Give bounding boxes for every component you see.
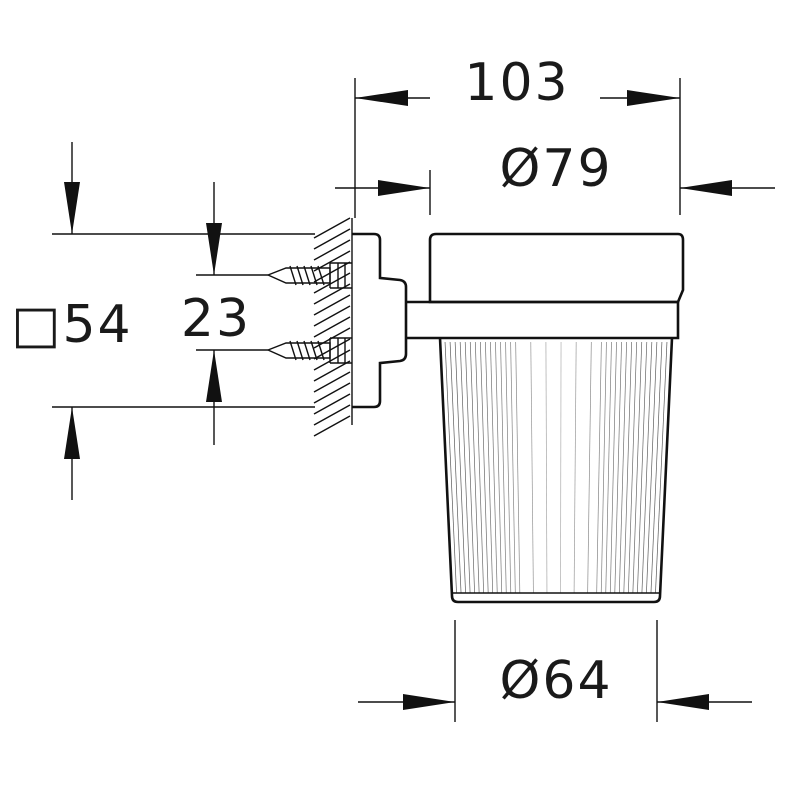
lower-screw xyxy=(267,337,352,364)
dimension-plate-square-label: □54 xyxy=(11,295,132,355)
cup-rib-line xyxy=(464,341,475,594)
cup-rib-line xyxy=(530,341,534,594)
cup-rib-line xyxy=(637,341,648,594)
hatch-line xyxy=(313,316,351,338)
cup-rib-line xyxy=(474,341,485,594)
hatch-line xyxy=(313,393,351,415)
cup-rib-line xyxy=(444,341,457,594)
hatch-line xyxy=(313,404,351,426)
cup-rib-line xyxy=(650,341,663,594)
wall-hatching xyxy=(313,217,353,437)
hatch-line xyxy=(313,239,351,261)
dimension-overall-depth: 103 xyxy=(354,53,681,218)
dimension-overall-depth-label: 103 xyxy=(464,53,569,113)
hatch-line xyxy=(313,272,351,294)
cup-rib-line xyxy=(510,341,516,594)
dimension-screw-spacing: 23 xyxy=(181,182,268,445)
cup xyxy=(438,337,674,604)
hatch-line xyxy=(313,382,351,404)
cup-rib-line xyxy=(646,341,658,594)
holder-arm xyxy=(406,300,430,340)
cup-rib-line xyxy=(623,341,633,594)
cup-rib-line xyxy=(600,341,607,594)
dimension-rim-diameter: Ø79 xyxy=(335,139,775,215)
hatch-line xyxy=(313,294,351,316)
cup-rib-line xyxy=(655,341,668,594)
cup-rib-line xyxy=(505,341,512,594)
dimension-rim-diameter-label: Ø79 xyxy=(499,139,612,199)
cup-rib-line xyxy=(545,341,548,594)
cup-rib-line xyxy=(469,341,480,594)
hatch-line xyxy=(313,217,351,239)
cup-rib-line xyxy=(596,341,602,594)
upper-screw xyxy=(267,262,352,289)
cup-rib-line xyxy=(449,341,462,594)
cup-rib-line xyxy=(618,341,627,594)
cup-rib-line xyxy=(587,341,592,594)
hatch-line xyxy=(313,371,351,393)
cup-ring-holder xyxy=(428,232,685,340)
hatch-line xyxy=(313,349,351,371)
cup-rib-line xyxy=(500,341,507,594)
cup-rib-line xyxy=(459,341,471,594)
cup-rib-line xyxy=(560,341,562,594)
dimension-base-diameter: Ø64 xyxy=(358,620,752,722)
cup-rib-line xyxy=(485,341,494,594)
dimension-base-diameter-label: Ø64 xyxy=(499,651,612,711)
cup-rib-line xyxy=(627,341,638,594)
cup-rib-line xyxy=(454,341,466,594)
cup-rib-line xyxy=(605,341,612,594)
dimension-plate-square: □54 xyxy=(11,142,315,500)
cup-rib-line xyxy=(632,341,643,594)
hatch-line xyxy=(313,228,351,250)
cup-rib-line xyxy=(573,341,577,594)
cup-rib-line xyxy=(479,341,489,594)
wall-mount-plate xyxy=(352,232,408,409)
hatch-line xyxy=(313,415,351,437)
hatch-line xyxy=(313,338,351,360)
hatch-line xyxy=(313,305,351,327)
hatch-line xyxy=(313,261,351,283)
cup-rib-line xyxy=(515,341,521,594)
cup-rib-line xyxy=(495,341,503,594)
hatch-line xyxy=(313,360,351,382)
dimension-screw-spacing-label: 23 xyxy=(181,289,251,349)
cup-rib-line xyxy=(609,341,617,594)
cup-rib-line xyxy=(614,341,622,594)
cup-rib-line xyxy=(641,341,653,594)
cup-rib-line xyxy=(490,341,498,594)
